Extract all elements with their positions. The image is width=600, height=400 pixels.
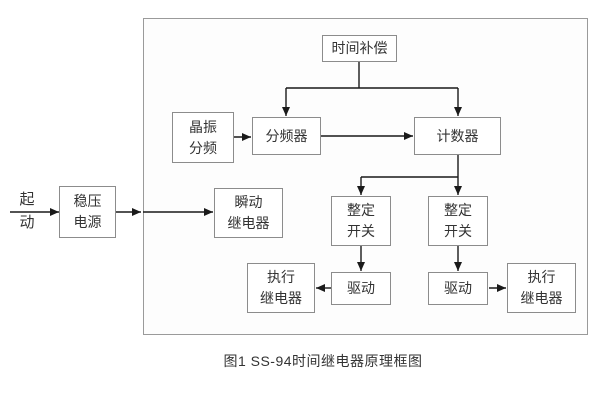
node-setting-switch-right: 整定 开关: [428, 196, 488, 246]
node-counter: 计数器: [414, 117, 501, 155]
figure-caption: 图1 SS-94时间继电器原理框图: [223, 353, 423, 369]
node-exec-relay-left: 执行 继电器: [247, 263, 315, 313]
node-frequency-divider: 分频器: [252, 117, 321, 155]
node-instant-relay: 瞬动 继电器: [214, 188, 283, 238]
node-power-supply: 稳压 电源: [59, 186, 116, 238]
node-time-compensation: 时间补偿: [322, 35, 397, 62]
node-drive-left: 驱动: [331, 272, 391, 305]
node-crystal-divider: 晶振 分频: [172, 112, 234, 163]
node-exec-relay-right: 执行 继电器: [507, 263, 576, 313]
node-setting-switch-left: 整定 开关: [331, 196, 391, 246]
node-drive-right: 驱动: [428, 272, 488, 305]
start-label: 起 动: [19, 191, 35, 231]
